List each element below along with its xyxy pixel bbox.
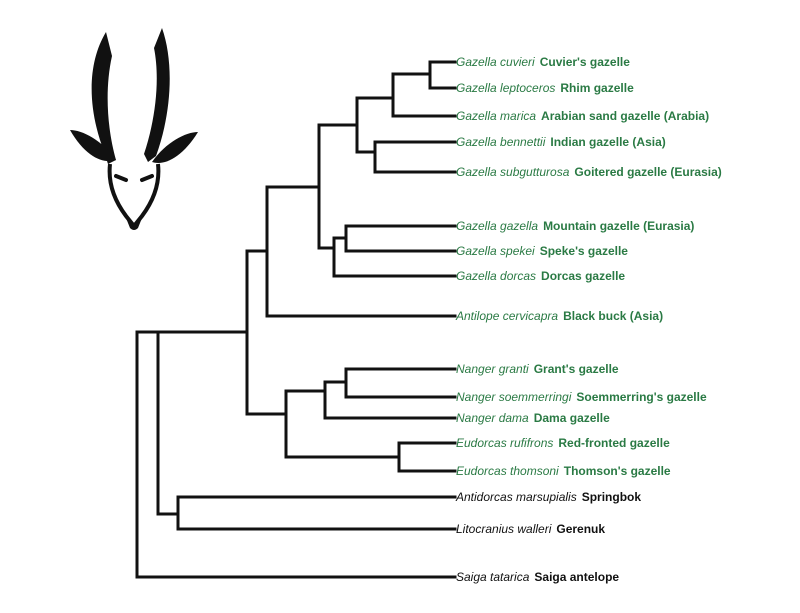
tip-label: Gazella leptoceros Rhim gazelle: [456, 81, 634, 95]
tip-label: Nanger dama Dama gazelle: [456, 411, 610, 425]
tip-label: Eudorcas rufifrons Red-fronted gazelle: [456, 436, 670, 450]
common-name: Grant's gazelle: [533, 362, 619, 376]
scientific-name: Gazella marica: [456, 109, 537, 123]
common-name: Gerenuk: [556, 522, 606, 536]
scientific-name: Litocranius walleri: [456, 522, 552, 536]
scientific-name: Eudorcas thomsoni: [456, 464, 559, 478]
tip-label: Antilope cervicapra Black buck (Asia): [456, 309, 663, 323]
common-name: Black buck (Asia): [563, 309, 664, 323]
scientific-name: Gazella bennettii: [456, 135, 546, 149]
tip-label: Gazella marica Arabian sand gazelle (Arab…: [456, 109, 709, 123]
common-name: Thomson's gazelle: [563, 464, 671, 478]
tip-label: Gazella dorcas Dorcas gazelle: [456, 269, 625, 283]
scientific-name: Nanger dama: [456, 411, 529, 425]
tip-label: Saiga tatarica Saiga antelope: [456, 570, 619, 584]
tip-label: Gazella bennettii Indian gazelle (Asia): [456, 135, 666, 149]
common-name: Red-fronted gazelle: [558, 436, 670, 450]
common-name: Arabian sand gazelle (Arabia): [541, 109, 710, 123]
common-name: Springbok: [581, 490, 642, 504]
common-name: Cuvier's gazelle: [539, 55, 630, 69]
scientific-name: Saiga tatarica: [456, 570, 530, 584]
tip-label: Eudorcas thomsoni Thomson's gazelle: [456, 464, 671, 478]
tip-label: Nanger soemmerringi Soemmerring's gazelle: [456, 390, 707, 404]
scientific-name: Antidorcas marsupialis: [456, 490, 577, 504]
common-name: Mountain gazelle (Eurasia): [543, 219, 695, 233]
tip-label: Gazella gazella Mountain gazelle (Eurasia…: [456, 219, 694, 233]
gazelle-head-icon: [70, 28, 198, 230]
common-name: Saiga antelope: [534, 570, 620, 584]
common-name: Rhim gazelle: [560, 81, 634, 95]
common-name: Dorcas gazelle: [541, 269, 626, 283]
common-name: Speke's gazelle: [539, 244, 628, 258]
common-name: Goitered gazelle (Eurasia): [574, 165, 722, 179]
tip-label: Nanger granti Grant's gazelle: [456, 362, 619, 376]
common-name: Dama gazelle: [533, 411, 610, 425]
tip-label: Gazella spekei Speke's gazelle: [456, 244, 628, 258]
scientific-name: Gazella dorcas: [456, 269, 537, 283]
scientific-name: Eudorcas rufifrons: [456, 436, 554, 450]
scientific-name: Gazella subgutturosa: [456, 165, 570, 179]
scientific-name: Gazella cuvieri: [456, 55, 535, 69]
tip-label: Gazella cuvieri Cuvier's gazelle: [456, 55, 630, 69]
scientific-name: Nanger granti: [456, 362, 529, 376]
common-name: Soemmerring's gazelle: [576, 390, 707, 404]
tip-label: Antidorcas marsupialis Springbok: [456, 490, 641, 504]
scientific-name: Antilope cervicapra: [456, 309, 559, 323]
scientific-name: Gazella gazella: [456, 219, 539, 233]
common-name: Indian gazelle (Asia): [550, 135, 666, 149]
tip-label: Litocranius walleri Gerenuk: [456, 522, 605, 536]
scientific-name: Gazella spekei: [456, 244, 535, 258]
scientific-name: Gazella leptoceros: [456, 81, 556, 95]
scientific-name: Nanger soemmerringi: [456, 390, 572, 404]
tip-label: Gazella subgutturosa Goitered gazelle (Eu…: [456, 165, 722, 179]
